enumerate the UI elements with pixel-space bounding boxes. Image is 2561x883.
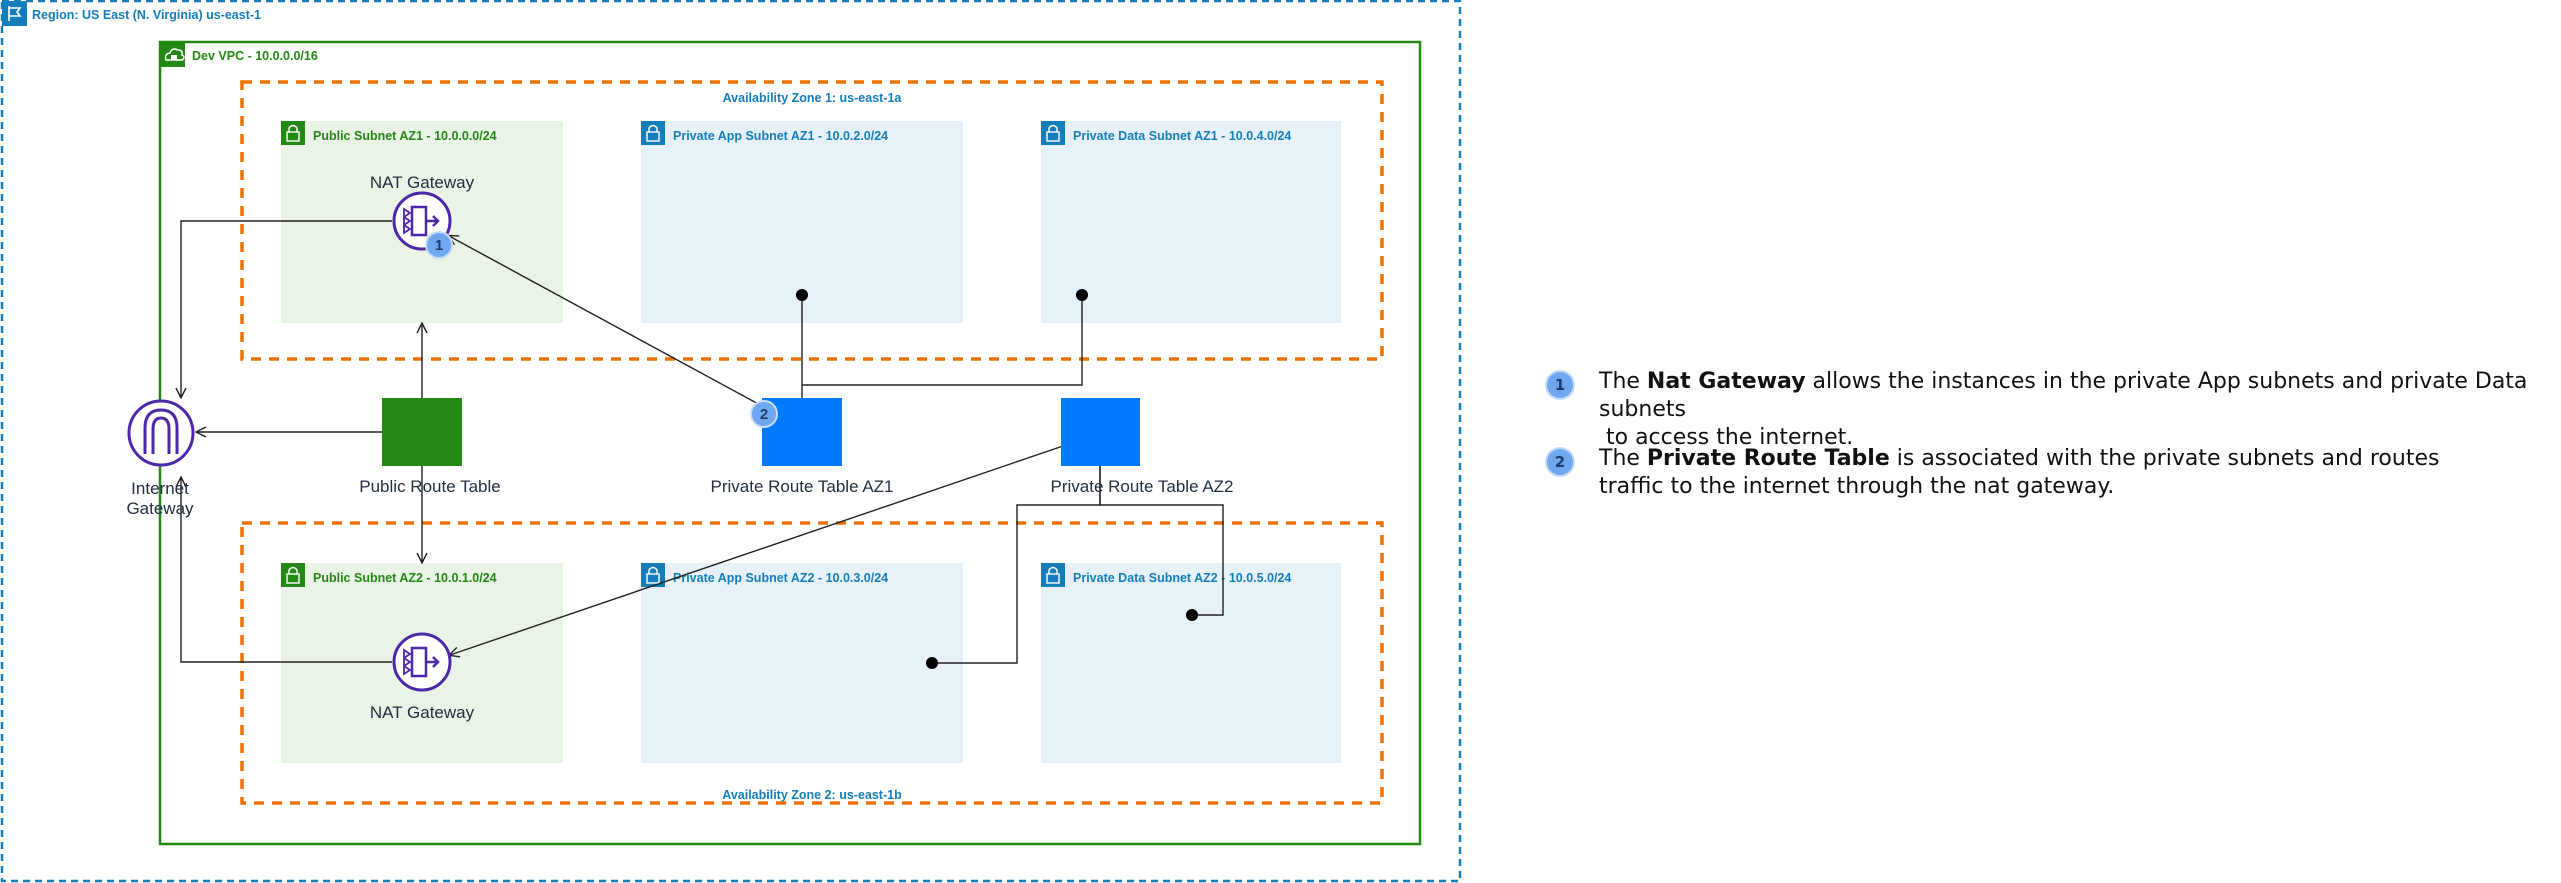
step-badge-2-number: 2 bbox=[760, 406, 768, 423]
step-badge-2: 2 bbox=[750, 400, 778, 428]
private-route-table-az1-label: Private Route Table AZ1 bbox=[710, 477, 893, 496]
public-route-table bbox=[382, 398, 462, 466]
legend-1-bold: Nat Gateway bbox=[1646, 369, 1806, 394]
cloud-vpc-icon bbox=[160, 42, 185, 67]
private-route-table-az2-label: Private Route Table AZ2 bbox=[1050, 477, 1233, 496]
private-data-subnet-az2 bbox=[1041, 563, 1341, 763]
public-subnet-az2-label: Public Subnet AZ2 - 10.0.1.0/24 bbox=[313, 571, 497, 585]
legend-text-2: The Private Route Table is associated wi… bbox=[1599, 445, 2559, 501]
padlock-icon bbox=[641, 121, 665, 145]
padlock-icon bbox=[1041, 563, 1065, 587]
private-app-subnet-az2 bbox=[641, 563, 963, 763]
private-data-subnet-az2-label: Private Data Subnet AZ2 - 10.0.5.0/24 bbox=[1073, 571, 1291, 585]
region-flag-icon bbox=[2, 1, 27, 26]
private-app-subnet-az2-label: Private App Subnet AZ2 - 10.0.3.0/24 bbox=[673, 571, 888, 585]
nat-gateway-icon bbox=[392, 632, 452, 692]
region-label: Region: US East (N. Virginia) us-east-1 bbox=[32, 8, 261, 22]
nat-gateway-1-label: NAT Gateway bbox=[370, 173, 475, 192]
edge-nat1-to-igw bbox=[181, 220, 392, 397]
step-badge-1: 1 bbox=[425, 231, 453, 259]
legend-1-rest: allows the instances in the private App … bbox=[1599, 369, 2528, 422]
legend-1-line2: to access the internet. bbox=[1599, 425, 1854, 450]
internet-gateway-label-line2: Gateway bbox=[126, 499, 194, 518]
connection-point bbox=[796, 289, 808, 301]
legend-2-rest: is associated with the private subnets a… bbox=[1889, 446, 2440, 471]
legend-badge-2: 2 bbox=[1545, 447, 1575, 477]
padlock-icon bbox=[281, 121, 305, 145]
edge-private-rt-az1-to-data-az1 bbox=[802, 295, 1083, 386]
az2-boundary bbox=[240, 521, 1384, 805]
connection-point bbox=[1076, 289, 1088, 301]
private-app-subnet-az1-label: Private App Subnet AZ1 - 10.0.2.0/24 bbox=[673, 129, 888, 143]
vpc-label: Dev VPC - 10.0.0.0/16 bbox=[192, 49, 318, 63]
public-route-table-label: Public Route Table bbox=[359, 477, 500, 496]
az2-label: Availability Zone 2: us-east-1b bbox=[722, 788, 902, 802]
az1-label: Availability Zone 1: us-east-1a bbox=[723, 91, 903, 105]
nat-gateway-2-label: NAT Gateway bbox=[370, 703, 475, 722]
internet-gateway-icon bbox=[127, 399, 195, 467]
private-data-subnet-az1 bbox=[1041, 121, 1341, 323]
padlock-icon bbox=[281, 563, 305, 587]
edge-private-rt-az1-to-nat1 bbox=[449, 236, 763, 407]
padlock-icon bbox=[641, 563, 665, 587]
step-badge-1-number: 1 bbox=[435, 237, 443, 254]
private-route-table-az2 bbox=[1061, 398, 1140, 466]
connection-point bbox=[1186, 609, 1198, 621]
legend-1-prefix: The bbox=[1599, 369, 1647, 394]
legend-text-1: The Nat Gateway allows the instances in … bbox=[1599, 368, 2559, 452]
region-boundary bbox=[0, 0, 1462, 883]
legend-2-bold: Private Route Table bbox=[1646, 446, 1890, 471]
edge-private-rt-az2-to-data-az2 bbox=[1099, 466, 1224, 616]
az1-boundary bbox=[240, 80, 1384, 361]
edge-private-rt-az2-to-nat2 bbox=[450, 445, 1064, 655]
legend-2-prefix: The bbox=[1599, 446, 1647, 471]
connection-point bbox=[926, 657, 938, 669]
edge-nat2-to-igw bbox=[181, 478, 392, 663]
legend-badge-1: 1 bbox=[1545, 370, 1575, 400]
public-subnet-az1-label: Public Subnet AZ1 - 10.0.0.0/24 bbox=[313, 129, 497, 143]
padlock-icon bbox=[1041, 121, 1065, 145]
legend-2-line2: traffic to the internet through the nat … bbox=[1599, 474, 2115, 499]
private-data-subnet-az1-label: Private Data Subnet AZ1 - 10.0.4.0/24 bbox=[1073, 129, 1291, 143]
internet-gateway-label-line1: Internet bbox=[131, 479, 189, 498]
